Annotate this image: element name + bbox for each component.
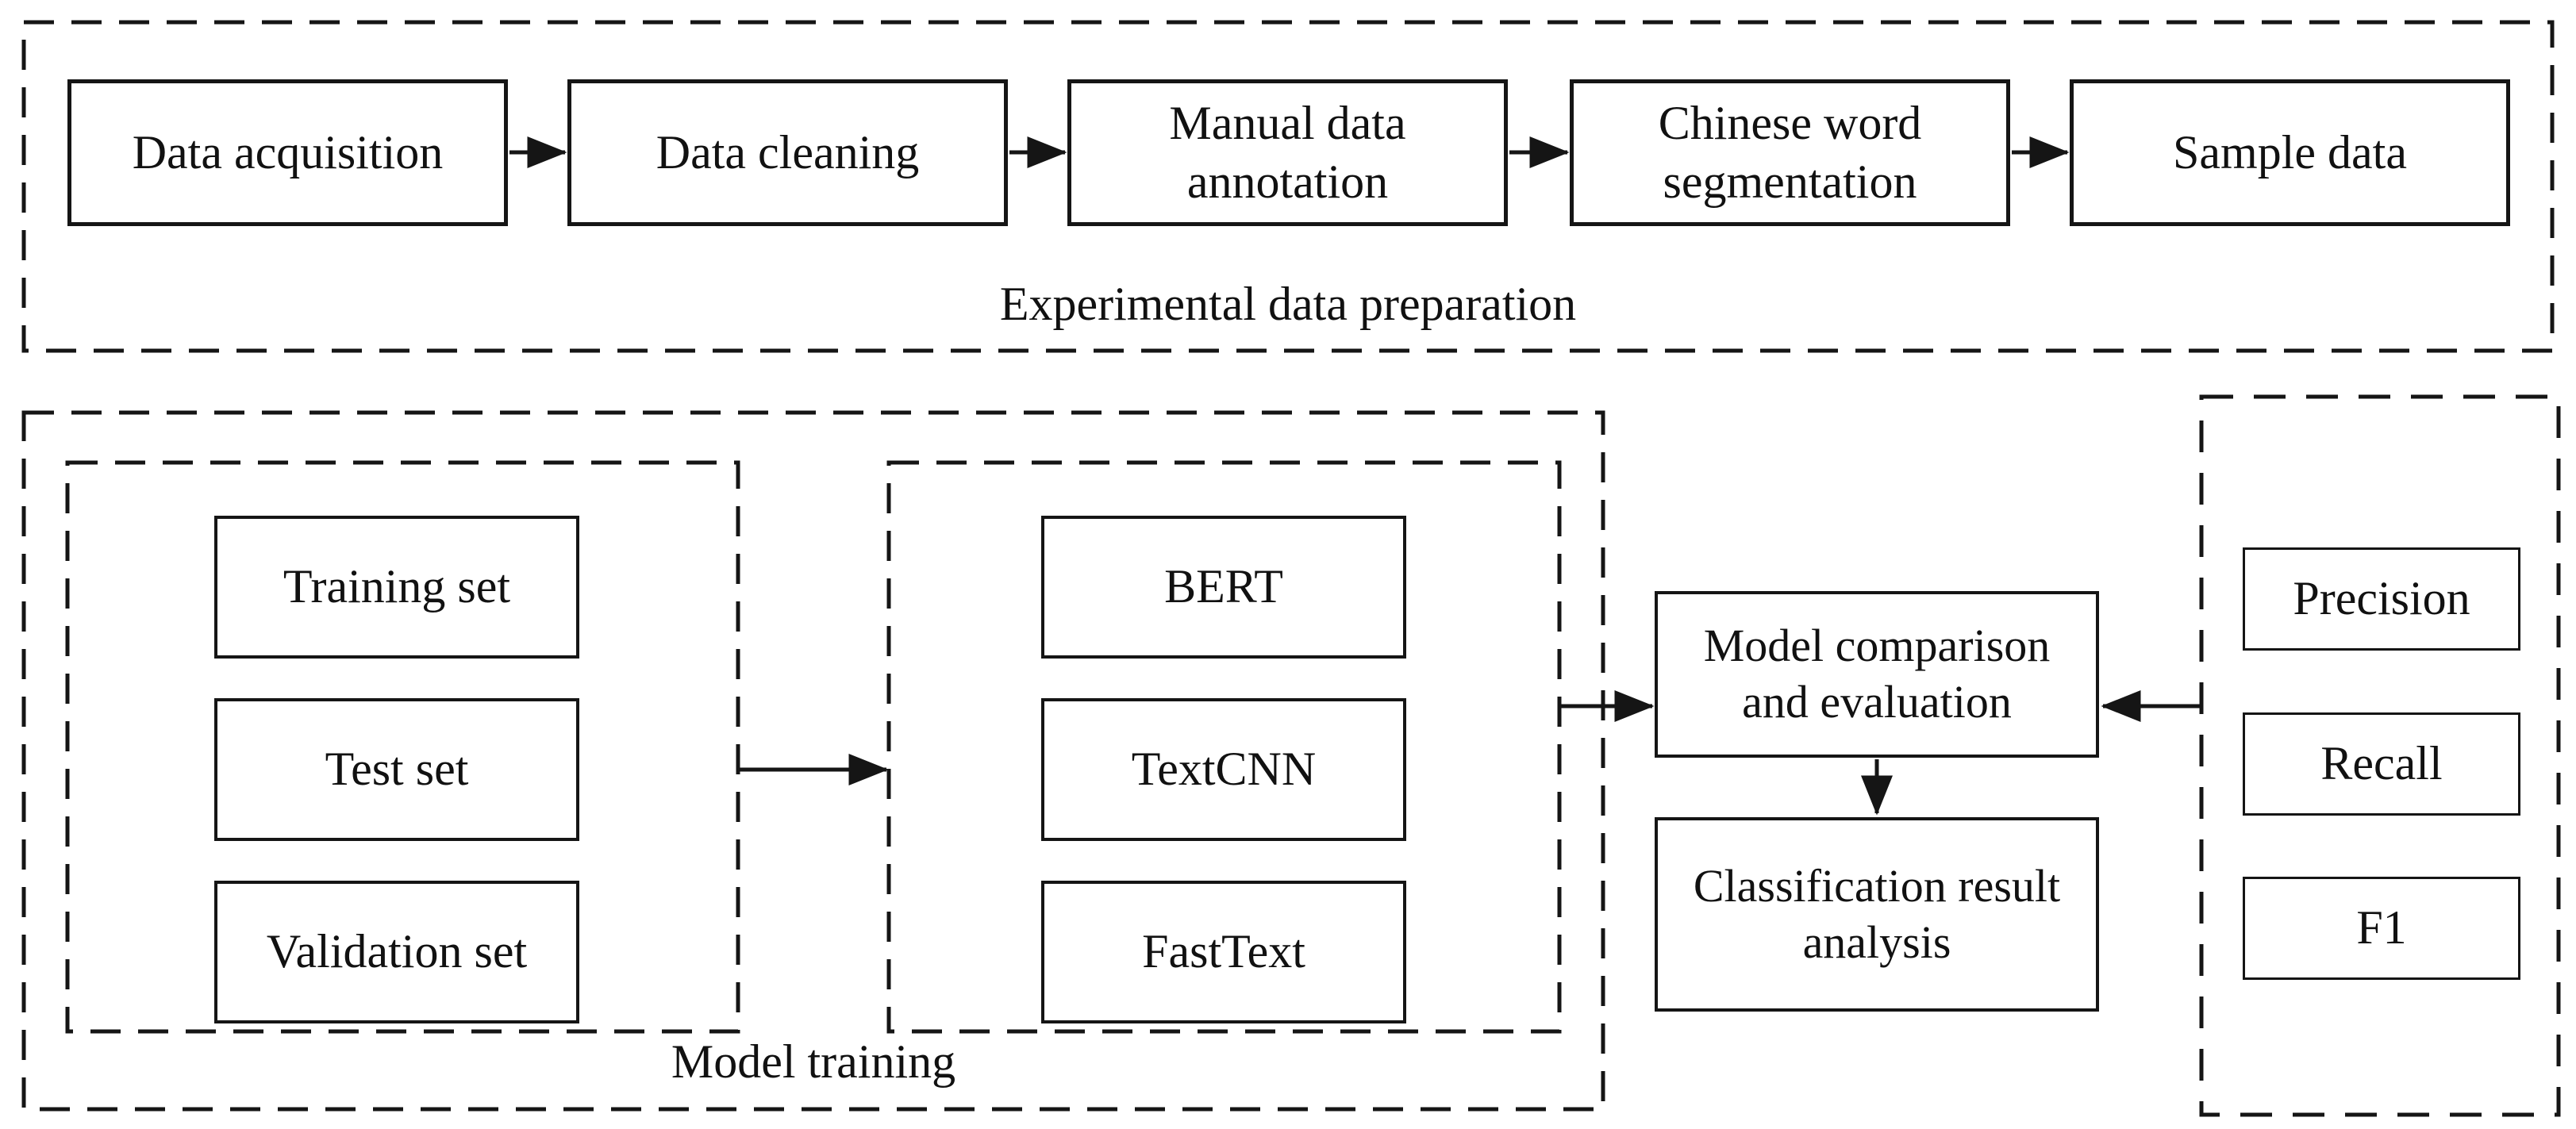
models-frame [886, 460, 1562, 1034]
box-validation-set: Validation set [214, 881, 579, 1023]
box-textcnn: TextCNN [1041, 698, 1406, 841]
metrics-frame [2199, 394, 2561, 1117]
box-data-acquisition: Data acquisition [67, 79, 508, 226]
box-data-cleaning: Data cleaning [567, 79, 1008, 226]
box-bert: BERT [1041, 516, 1406, 659]
box-recall: Recall [2243, 712, 2520, 816]
box-model-comparison: Model comparison and evaluation [1655, 591, 2099, 758]
model-training-frame [21, 410, 1605, 1112]
datasets-frame [65, 460, 740, 1034]
data-preparation-frame [21, 20, 2555, 353]
box-test-set: Test set [214, 698, 579, 841]
model-training-caption: Model training [671, 1035, 956, 1088]
box-precision: Precision [2243, 547, 2520, 651]
box-chinese-word-segmentation: Chinese word segmentation [1570, 79, 2010, 226]
box-sample-data: Sample data [2070, 79, 2510, 226]
box-fasttext: FastText [1041, 881, 1406, 1023]
box-classification-analysis: Classification result analysis [1655, 817, 2099, 1012]
box-manual-data-annotation: Manual data annotation [1067, 79, 1508, 226]
box-f1: F1 [2243, 877, 2520, 980]
data-preparation-caption: Experimental data preparation [999, 278, 1577, 330]
box-training-set: Training set [214, 516, 579, 659]
